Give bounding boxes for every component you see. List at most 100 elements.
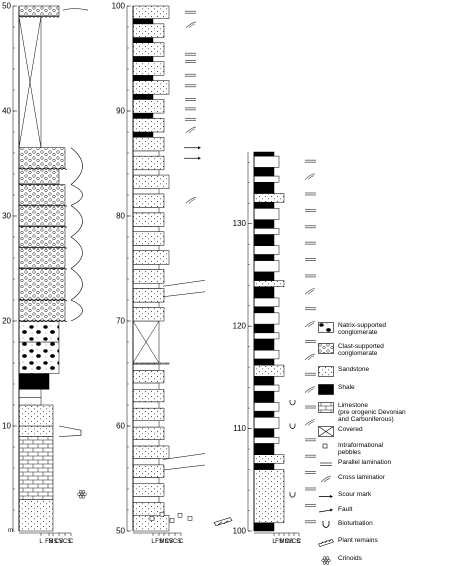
bed-fine xyxy=(18,389,42,398)
bed-fine xyxy=(253,437,280,444)
matrix-conglomerate-swatch xyxy=(318,322,334,333)
bed-clast xyxy=(18,205,66,227)
channel-geometry xyxy=(70,236,83,269)
cross-lamination-mark xyxy=(307,175,315,180)
bed-fine xyxy=(253,297,280,307)
bed-shale xyxy=(253,358,275,366)
bed-sand xyxy=(132,426,165,440)
bed-clast xyxy=(18,268,66,301)
bed-lime xyxy=(18,436,54,500)
legend-label-line: conglomerate xyxy=(338,329,378,336)
bed-sand xyxy=(132,99,165,114)
grain-label: CS xyxy=(285,539,293,545)
cross-lamination-mark xyxy=(307,290,315,295)
channel-geometry xyxy=(70,205,83,238)
bed-shale xyxy=(132,37,154,43)
bed-clast xyxy=(18,184,66,206)
legend-label-line: Fault xyxy=(338,506,353,513)
bed-shale xyxy=(253,463,275,470)
bed-fine xyxy=(132,188,160,195)
depth-label: 10 xyxy=(2,422,11,431)
legend-label-line: Shale xyxy=(338,384,355,391)
bed-fine xyxy=(132,169,160,176)
grain-label: C xyxy=(179,539,184,545)
bed-fine xyxy=(253,260,280,273)
bed-fine xyxy=(132,477,160,485)
channel-geometry xyxy=(58,425,82,437)
bed-fine xyxy=(132,496,160,503)
depth-label: 90 xyxy=(116,107,125,116)
bed-sand xyxy=(132,5,170,19)
bed-clast xyxy=(18,226,66,248)
pebble-mark xyxy=(149,516,155,521)
bed-clast xyxy=(18,247,66,269)
legend-label-line: Crinoids xyxy=(338,555,362,562)
bed-sand xyxy=(132,174,170,189)
fault-line xyxy=(162,291,206,298)
bed-clast xyxy=(18,299,66,322)
sandstone-swatch xyxy=(318,366,334,377)
bed-sand xyxy=(132,137,165,152)
bioturbation-mark xyxy=(289,423,296,429)
cross-lamination-mark xyxy=(307,421,315,426)
bed-matrix xyxy=(18,320,60,343)
bed-fine xyxy=(253,155,280,168)
depth-label: 50 xyxy=(116,527,125,536)
bed-shale xyxy=(253,201,275,209)
bed-clast xyxy=(18,147,66,169)
plant-remains-mark xyxy=(213,517,233,526)
cross-lamination-mark xyxy=(185,126,197,134)
legend-label-line: Limestone xyxy=(338,402,368,409)
bed-shale xyxy=(253,234,275,246)
legend-label: Shale xyxy=(338,384,450,391)
crinoid-mark xyxy=(78,495,83,499)
depth-label: 40 xyxy=(2,107,11,116)
bed-shale xyxy=(253,376,275,386)
scour-mark xyxy=(198,156,201,160)
crinoid-icon xyxy=(321,556,331,565)
bed-clast xyxy=(18,5,60,17)
legend-label: Plant remains xyxy=(338,537,450,544)
bioturbation-icon xyxy=(322,521,330,528)
grain-label: MS xyxy=(280,539,289,545)
erosive-base xyxy=(18,246,68,249)
bed-fine xyxy=(253,384,280,392)
bed-shale xyxy=(253,522,275,532)
legend-label-line: pebbles xyxy=(338,449,361,456)
bed-sand xyxy=(132,483,165,497)
bed-shale xyxy=(18,373,50,390)
legend-label-line: (pre orogenic Devonian xyxy=(338,409,406,416)
bed-shale xyxy=(253,443,275,455)
bed-sand xyxy=(253,193,285,203)
base-label: m xyxy=(8,528,13,534)
grain-label: L xyxy=(151,539,155,545)
pebble-mark xyxy=(169,518,175,523)
channel-geometry xyxy=(70,184,83,206)
bed-fine xyxy=(18,397,42,406)
bed-shale xyxy=(253,306,275,314)
bed-fine xyxy=(132,363,160,371)
fault-line xyxy=(162,279,206,287)
covered-cross xyxy=(132,320,160,364)
bed-shale xyxy=(132,112,154,119)
bioturbation-mark xyxy=(289,492,296,498)
crinoid-mark xyxy=(81,490,86,494)
legend-label: Sandstone xyxy=(338,366,450,373)
bed-fine xyxy=(253,312,280,325)
erosive-base xyxy=(18,204,68,207)
cross-lamination-mark xyxy=(304,419,316,426)
fault-icon xyxy=(318,508,333,513)
cross-lamination-mark xyxy=(188,198,196,204)
covered-cross xyxy=(18,16,42,148)
pebble-mark xyxy=(187,516,193,521)
bed-fine xyxy=(132,401,160,409)
bed-shale xyxy=(132,75,154,81)
bed-sand xyxy=(132,288,165,303)
erosive-base xyxy=(18,167,68,170)
